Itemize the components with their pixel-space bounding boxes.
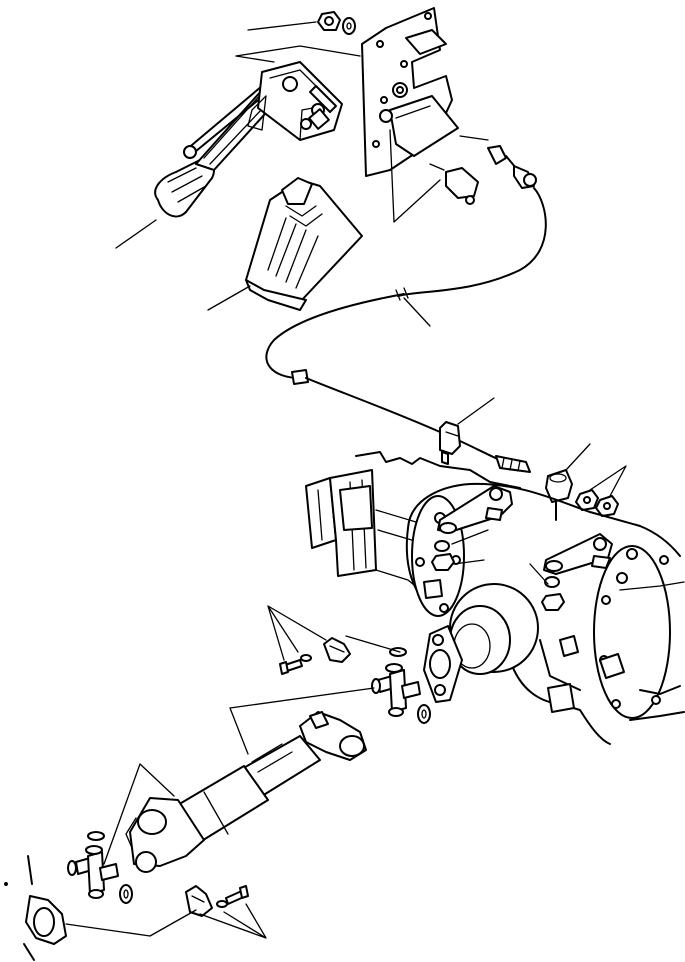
drive-shaft — [125, 711, 367, 873]
axle-housing — [305, 451, 685, 745]
top-nut-and-washer — [317, 11, 356, 35]
leader-lines — [65, 21, 627, 939]
brake-arm-left — [437, 485, 513, 534]
brake-lever-assembly — [154, 61, 343, 218]
cable-clevis — [439, 421, 461, 465]
bearing-strap-bottom — [185, 885, 249, 917]
u-joint-bottom — [67, 831, 133, 904]
output-flange — [4, 855, 67, 961]
brake-cable — [265, 145, 547, 473]
u-joint-top — [371, 647, 431, 724]
right-nuts — [575, 489, 619, 517]
pinion-flange — [423, 583, 539, 703]
mounting-plate — [361, 7, 479, 205]
arm-fasteners — [431, 540, 565, 611]
second-clevis — [545, 469, 573, 521]
brake-arm-right — [543, 533, 613, 575]
bearing-strap-top — [279, 637, 351, 675]
lever-boot — [245, 177, 363, 311]
